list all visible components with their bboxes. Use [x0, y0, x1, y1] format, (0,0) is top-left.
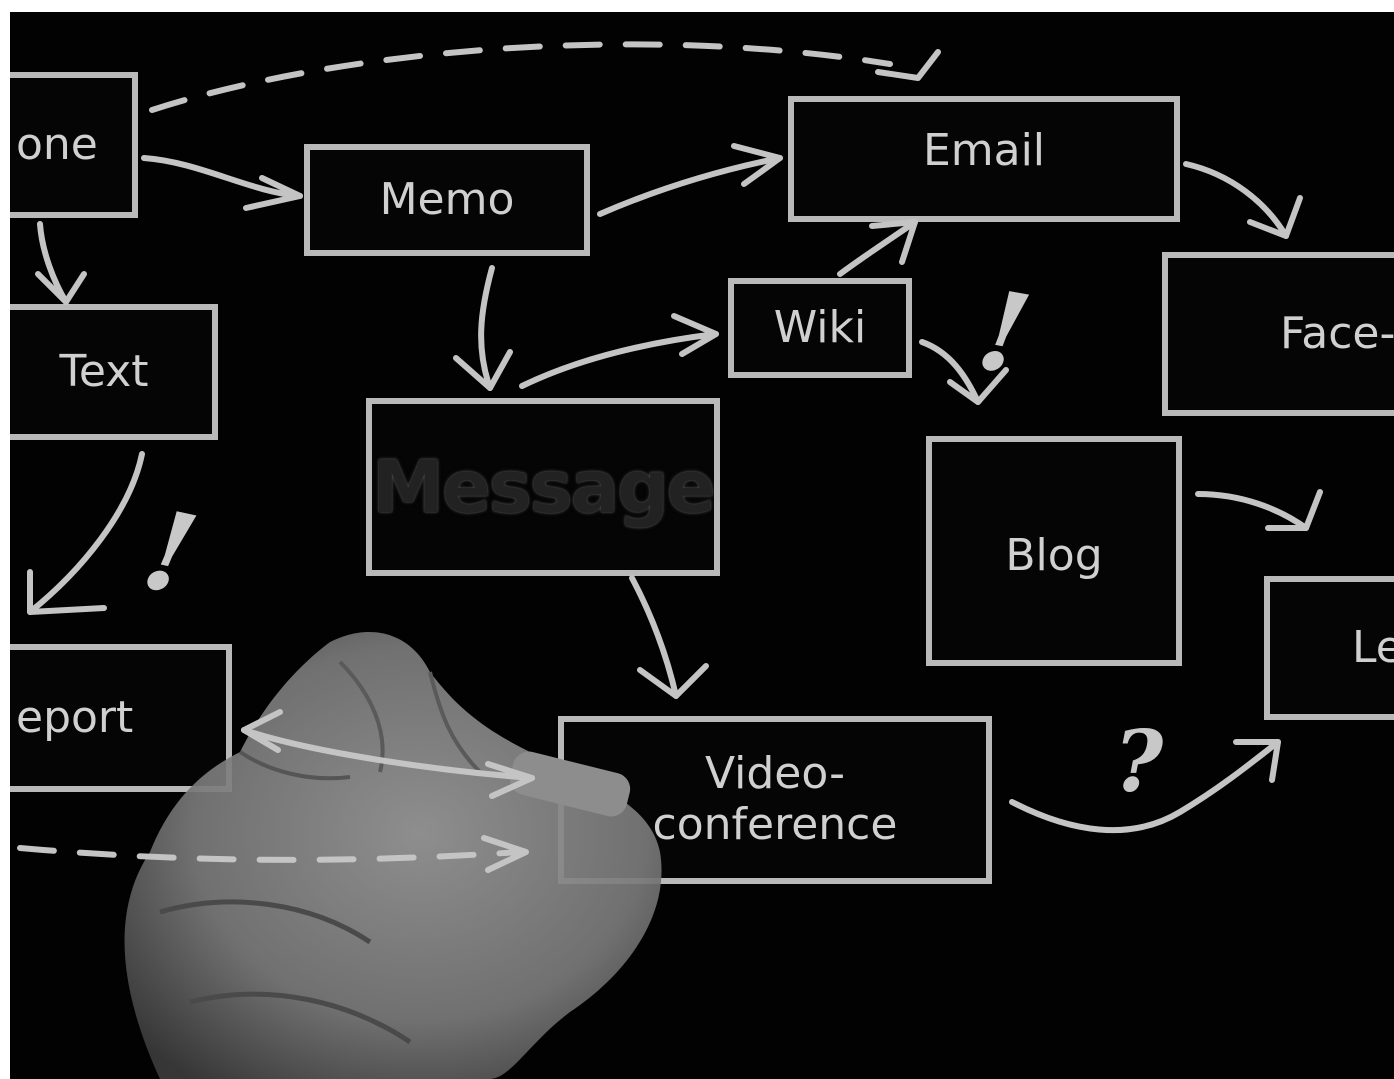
arrow-memo-message	[453, 265, 513, 391]
arrow-blog-letter	[1195, 489, 1323, 531]
arrows-layer	[17, 41, 1323, 1079]
node-email-label: Email	[922, 125, 1046, 176]
node-video-label-line2: conference	[652, 799, 898, 850]
arrow-phone-email	[149, 41, 941, 113]
arrow-text-report	[27, 451, 145, 615]
chalkboard: one Memo Email Text Wiki Face- Message B…	[10, 12, 1394, 1079]
arrow-message-video	[629, 575, 709, 699]
node-memo-label: Memo	[379, 173, 515, 225]
arrow-email-face	[1183, 161, 1303, 239]
node-memo: Memo	[304, 144, 590, 256]
arrow-message-wiki	[519, 313, 719, 389]
arrow-phone-memo	[141, 155, 303, 211]
node-phone: one	[10, 72, 138, 218]
arrow-phone-text	[35, 221, 87, 305]
node-wiki: Wiki	[728, 278, 912, 378]
arrow-memo-email	[597, 143, 783, 217]
node-video-label-line1: Video-	[705, 748, 845, 800]
arrow-dashed-video	[17, 835, 529, 873]
node-report: eport	[10, 644, 232, 792]
node-wiki-label: Wiki	[773, 301, 867, 353]
node-email: Email	[788, 96, 1180, 222]
arrow-report-video	[241, 709, 535, 799]
arrow-wiki-blog	[919, 339, 1009, 405]
arrow-wiki-email	[837, 219, 918, 277]
node-text-label: Text	[59, 345, 149, 397]
question-mark: ?	[1114, 712, 1164, 811]
node-report-label: eport	[16, 691, 134, 743]
arrow-video-letter	[1009, 739, 1281, 834]
node-letter: Le	[1264, 576, 1394, 720]
node-blog: Blog	[926, 436, 1182, 666]
node-face: Face-	[1162, 252, 1394, 416]
node-face-label: Face-	[1280, 307, 1394, 359]
node-letter-label: Le	[1352, 621, 1394, 673]
node-blog-label: Blog	[1005, 529, 1103, 581]
node-phone-label: one	[16, 118, 98, 170]
node-message: Message	[366, 398, 720, 576]
node-message-label: Message	[372, 444, 714, 529]
node-text: Text	[10, 304, 218, 440]
